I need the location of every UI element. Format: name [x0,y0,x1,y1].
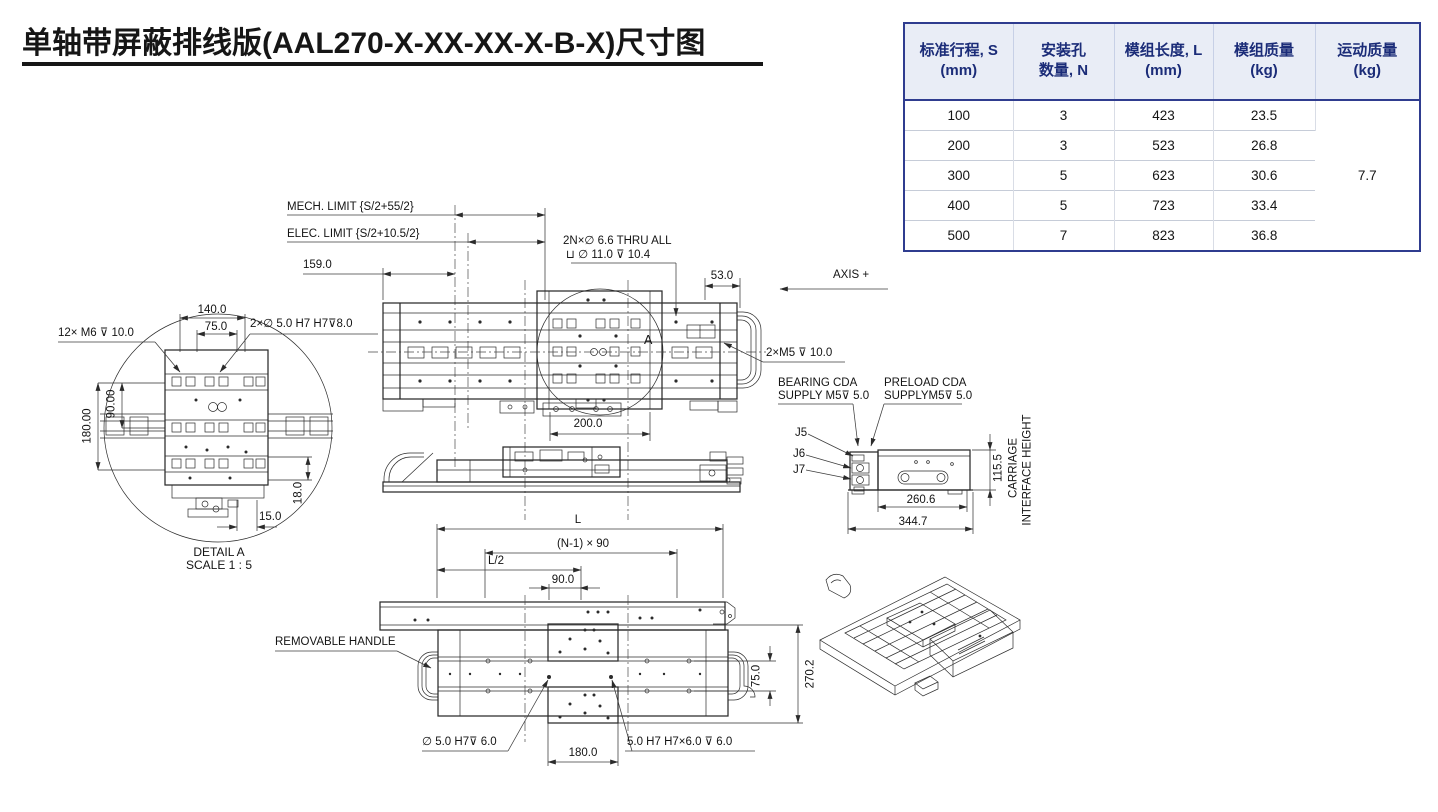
page-title: 单轴带屏蔽排线版(AAL270-X-XX-XX-X-B-X)尺寸图 [22,27,706,60]
mech-limit-label: MECH. LIMIT {S/2+55/2} [287,201,414,213]
detail-a-scale: SCALE 1 : 5 [185,558,253,572]
table-row: 100 3 423 23.5 7.7 [904,99,1420,183]
cell-stroke: 300 [904,159,1014,190]
dim-75-bottom: 75.0 [750,664,763,688]
spec-table: 标准行程, S(mm) 安装孔数量, N 模组长度, L(mm) 模组质量(kg… [903,22,1421,252]
cell-moving-mass: 7.7 [1357,167,1377,183]
hole-note-left: ∅ 5.0 H7⊽ 6.0 [422,736,497,748]
cell-mass: 26.8 [1213,129,1315,160]
thru-hole-note-line2: ⊔ ∅ 11.0 ⊽ 10.4 [566,249,651,261]
bearing-cda-note-line2: SUPPLY M5⊽ 5.0 [778,390,870,402]
table-row: 300 5 623 30.6 [904,159,1420,190]
dim-344-7: 344.7 [898,516,928,528]
dim-75-top: 75.0 [204,321,228,333]
dim-90: 90.00 [105,389,118,419]
side-view-drawing [382,446,744,493]
table-row: 400 5 723 33.4 [904,189,1420,220]
col-length: 模组长度, L(mm) [1114,23,1214,101]
plan-view-drawing [287,205,888,520]
cell-holes: 5 [1013,159,1115,190]
elec-limit-label: ELEC. LIMIT {S/2+10.5/2} [287,228,420,240]
axis-direction-label: AXIS + [833,269,870,281]
cell-mass: 23.5 [1213,99,1316,130]
bearing-cda-note-line1: BEARING CDA [778,377,858,389]
col-holes: 安装孔数量, N [1013,23,1115,101]
thru-hole-note-line1: 2N×∅ 6.6 THRU ALL [563,235,672,247]
cell-holes: 3 [1013,129,1115,160]
table-row: 200 3 523 26.8 [904,129,1420,160]
col-stroke: 标准行程, S(mm) [904,23,1014,101]
m5-note: 2×M5 ⊽ 10.0 [766,347,833,359]
dim-270-2: 270.2 [804,659,817,689]
dim-159: 159.0 [303,259,332,271]
cell-stroke: 500 [904,219,1014,251]
cell-length: 723 [1114,189,1214,220]
cell-length: 423 [1114,99,1214,130]
detail-a-caption: DETAIL A [193,545,245,559]
detail-a-drawing [58,313,378,543]
cell-mass: 33.4 [1213,189,1315,220]
cell-length: 623 [1114,159,1214,190]
col-mass: 模组质量(kg) [1213,23,1316,101]
cell-holes: 5 [1013,189,1115,220]
hole-note-right: 5.0 H7 H7×6.0 ⊽ 6.0 [627,736,733,748]
cell-stroke: 200 [904,129,1014,160]
title-underline [22,62,763,66]
connector-j5-label: J5 [795,427,808,439]
dim-200: 200.0 [573,418,603,430]
dim-n-1-x90: (N-1) × 90 [556,538,610,550]
dim-18: 18.0 [292,481,305,505]
preload-cda-note-line2: SUPPLYM5⊽ 5.0 [884,390,973,402]
preload-cda-note-line1: PRELOAD CDA [884,377,967,389]
dim-140: 140.0 [197,304,227,316]
dim-115-5: 115.5 [992,454,1005,482]
dowel-pin-note: 2×∅ 5.0 H7 H7⊽8.0 [250,318,353,330]
table-row: 500 7 823 36.8 [904,219,1420,251]
cell-holes: 7 [1013,219,1115,251]
detail-a-marker: A [644,333,653,347]
cell-length: 823 [1114,219,1214,251]
connector-j7-label: J7 [793,464,806,476]
cell-mass: 36.8 [1213,219,1315,251]
dim-L: L [574,514,582,526]
cell-mass: 30.6 [1213,159,1315,190]
dim-260-6: 260.6 [906,494,936,506]
connector-j6-label: J6 [793,448,806,460]
removable-handle-note: REMOVABLE HANDLE [275,636,396,648]
isometric-view-drawing [819,573,1021,697]
col-moving-mass: 运动质量(kg) [1315,23,1420,101]
cell-stroke: 100 [904,99,1014,130]
end-view-drawing [778,403,996,534]
carriage-height-label-line2: INTERFACE HEIGHT [1021,414,1034,526]
bottom-view-drawing [275,524,803,766]
dim-180: 180.00 [81,408,94,444]
dim-180-bottom: 180.0 [568,747,598,759]
table-header-row: 标准行程, S(mm) 安装孔数量, N 模组长度, L(mm) 模组质量(kg… [904,23,1420,101]
cell-holes: 3 [1013,99,1115,130]
dim-90-bottom: 90.0 [551,574,575,586]
dim-L2: L/2 [488,555,504,567]
dim-53: 53.0 [710,270,734,282]
carriage-height-label-line1: CARRIAGE [1007,437,1020,499]
dim-15: 15.0 [259,511,282,523]
cell-stroke: 400 [904,189,1014,220]
m6-note: 12× M6 ⊽ 10.0 [58,327,134,339]
cell-length: 523 [1114,129,1214,160]
